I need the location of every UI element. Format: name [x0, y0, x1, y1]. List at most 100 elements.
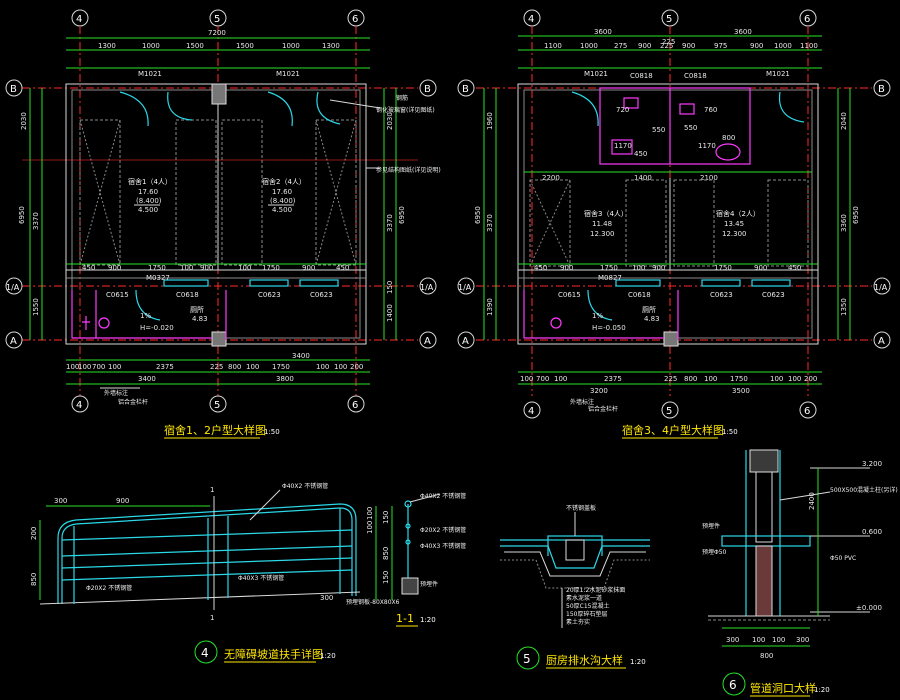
- dimension-label: 6950: [398, 206, 406, 224]
- annotation-label: M0827: [598, 274, 622, 282]
- annotation-label: A: [424, 336, 431, 347]
- annotation-label: A: [878, 336, 885, 347]
- annotation-label: 6: [352, 400, 358, 411]
- detail-section-title: 1-1: [396, 612, 414, 625]
- annotation-label: C0623: [310, 291, 333, 299]
- dimension-label: 900: [754, 264, 767, 272]
- dimension-label: 1550: [32, 298, 40, 316]
- annotation-label: 1/A: [458, 283, 472, 292]
- annotation-label: 4: [528, 406, 534, 417]
- annotation-label: 12.300: [590, 230, 615, 238]
- annotation-label: C0623: [710, 291, 733, 299]
- annotation-label: H=-0.050: [592, 324, 626, 332]
- annotation-label: 1/A: [874, 283, 888, 292]
- annotation-label: C0618: [628, 291, 651, 299]
- axis-bubble-6-bottom-r: 6: [799, 401, 817, 419]
- annotation-label: 4: [76, 14, 82, 25]
- dimension-label: 800: [684, 375, 697, 383]
- dimension-label: 100: [772, 636, 785, 644]
- dimension-label: 6950: [474, 206, 482, 224]
- annotation-label: M1021: [584, 70, 608, 78]
- dimension-label: 100: [632, 264, 645, 272]
- annotation-label: M0327: [146, 274, 170, 282]
- dimension-label: 100: [520, 375, 533, 383]
- annotation-label: 1:20: [630, 658, 646, 666]
- dimension-label: 3400: [292, 352, 310, 360]
- dimension-label: 900: [652, 264, 665, 272]
- annotation-label: 铝合金栏杆: [118, 398, 148, 406]
- dimension-label: 1500: [236, 42, 254, 50]
- dimension-label: 3360: [840, 214, 848, 232]
- dimension-label: 450: [82, 264, 95, 272]
- dimension-label: 150: [382, 511, 390, 524]
- annotation-label: 17.60: [138, 188, 158, 196]
- annotation-label: A: [462, 336, 469, 347]
- annotation-label: 6: [804, 406, 810, 417]
- annotation-label: 1%: [140, 312, 151, 320]
- annotation-label: Φ50 PVC: [830, 555, 856, 562]
- dimension-label: 2375: [156, 363, 174, 371]
- dimension-label: 100: [316, 363, 329, 371]
- dimension-label: 200: [350, 363, 363, 371]
- annotation-label: 4: [76, 400, 82, 411]
- axis-bubble-1A-left-r: 1/A: [457, 277, 475, 295]
- annotation-label: H=-0.020: [140, 324, 174, 332]
- dimension-label: 3370: [486, 214, 494, 232]
- annotation-label: B: [424, 84, 431, 95]
- annotation-label: 4.500: [138, 206, 158, 214]
- axis-bubble-5-top-r: 5: [661, 9, 679, 27]
- dimension-label: 760: [704, 106, 717, 114]
- annotation-label: (8.400): [136, 197, 162, 205]
- dimension-label: 200: [30, 527, 38, 540]
- annotation-label: 宿舍4（2人）: [716, 209, 760, 218]
- dimension-label: 6950: [18, 206, 26, 224]
- annotation-label: 宿舍1（4人）: [128, 177, 172, 186]
- dimension-label: 1000: [142, 42, 160, 50]
- dimension-label: 1170: [698, 142, 716, 150]
- annotation-label: 宿舍2（4人）: [262, 177, 306, 186]
- dimension-label: 100: [78, 363, 91, 371]
- detail-drain: 不锈钢盖板 20厚1:2水泥砂浆抹面 素水泥浆一道 50厚C15混凝土 150厚…: [500, 504, 650, 670]
- annotation-label: 厕所: [190, 305, 204, 314]
- dimension-label: 150: [382, 571, 390, 584]
- dimension-label: 1750: [730, 375, 748, 383]
- annotation-label: 11.48: [592, 220, 612, 228]
- dimension-label: 900: [108, 264, 121, 272]
- dimension-label: 550: [652, 126, 665, 134]
- annotation-label: 6: [804, 14, 810, 25]
- dimension-label: 1750: [272, 363, 290, 371]
- annotation-label: 素水泥浆一道: [566, 594, 602, 602]
- annotation-label: 5: [214, 400, 220, 411]
- annotation-label: 13.45: [724, 220, 744, 228]
- annotation-label: 3400: [138, 375, 156, 383]
- dimension-label: 100: [704, 375, 717, 383]
- dimension-label: 225: [662, 38, 675, 46]
- dimension-label: 100: [180, 264, 193, 272]
- dimension-label: 2040: [840, 112, 848, 130]
- dimension-label: 300: [320, 594, 333, 602]
- dimension-label: 1750: [148, 264, 166, 272]
- dimension-label: 300: [54, 497, 67, 505]
- axis-bubble-6-bottom: 6: [347, 395, 365, 413]
- annotation-label: 5: [214, 14, 220, 25]
- annotation-label: C0618: [176, 291, 199, 299]
- dimension-label: 225: [210, 363, 223, 371]
- dimension-label: 1300: [98, 42, 116, 50]
- dimension-label: 2375: [604, 375, 622, 383]
- dimension-label: 800: [228, 363, 241, 371]
- plan-left: 4 5 6 B 1/A A B 1/A A 7200 1300 1000 150…: [5, 9, 441, 439]
- dimension-label: 800: [760, 652, 773, 660]
- dimension-label: 800: [722, 134, 735, 142]
- annotation-label: 外墙标注: [104, 389, 128, 397]
- dimension-label: 100: [246, 363, 259, 371]
- axis-bubble-B-right-r: B: [873, 79, 891, 97]
- plan-right: 4 5 6 B 1/A A B 1/A A 3600 3600 225 1100…: [457, 9, 891, 439]
- annotation-label: 钢筋: [396, 94, 408, 102]
- annotation-label: 5: [666, 14, 672, 25]
- dimension-label: 100: [334, 363, 347, 371]
- annotation-label: A: [10, 336, 17, 347]
- annotation-label: 预埋件: [702, 522, 720, 530]
- annotation-label: 17.60: [272, 188, 292, 196]
- annotation-label: 1:20: [814, 686, 830, 694]
- dimension-label: 900: [116, 497, 129, 505]
